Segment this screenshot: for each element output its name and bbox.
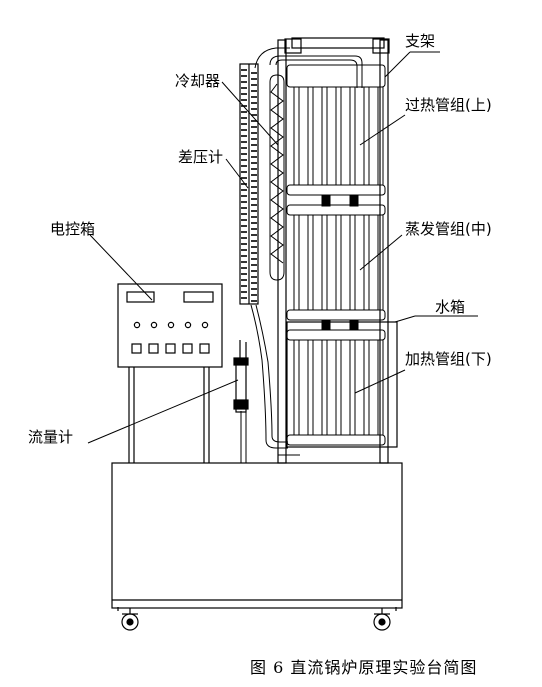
control-box-legs <box>128 367 210 463</box>
support-frame <box>277 37 390 464</box>
label-flow-meter: 流量计 <box>28 428 74 446</box>
label-superheater-group: 过热管组(上) <box>405 96 492 114</box>
differential-pressure-gauge <box>239 63 259 305</box>
label-water-tank: 水箱 <box>435 298 466 316</box>
superheater-tube-group <box>286 64 386 196</box>
label-control-box: 电控箱 <box>50 220 96 238</box>
cooler-coil <box>269 74 285 281</box>
base-cabinet <box>111 462 403 611</box>
leader-lines <box>87 51 478 444</box>
label-cooler: 冷却器 <box>175 72 221 90</box>
label-evaporator-group: 蒸发管组(中) <box>405 220 492 238</box>
water-tank <box>286 321 398 448</box>
caster-wheel-right <box>373 608 391 631</box>
label-support-frame: 支架 <box>405 32 436 50</box>
connecting-pipes <box>240 304 300 463</box>
label-diff-pressure-gauge: 差压计 <box>178 148 224 166</box>
top-piping <box>254 47 363 88</box>
label-heater-group: 加热管组(下) <box>405 350 492 368</box>
display-left <box>126 291 155 303</box>
flow-meter <box>233 340 249 413</box>
caster-wheel-left <box>121 608 139 631</box>
figure-caption: 图 6 直流锅炉原理实验台简图 <box>250 658 478 677</box>
display-right <box>183 291 214 303</box>
control-box <box>117 283 223 368</box>
heater-tube-group <box>286 319 386 446</box>
evaporator-tube-group <box>286 195 386 321</box>
